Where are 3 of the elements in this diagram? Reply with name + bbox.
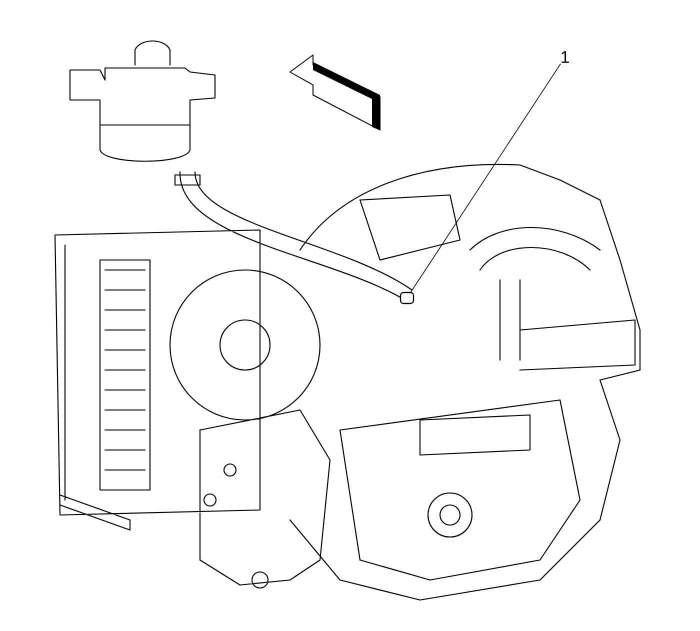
leader-line <box>410 64 561 292</box>
hose-clamp <box>400 292 414 304</box>
callout-number: 1 <box>562 51 569 63</box>
